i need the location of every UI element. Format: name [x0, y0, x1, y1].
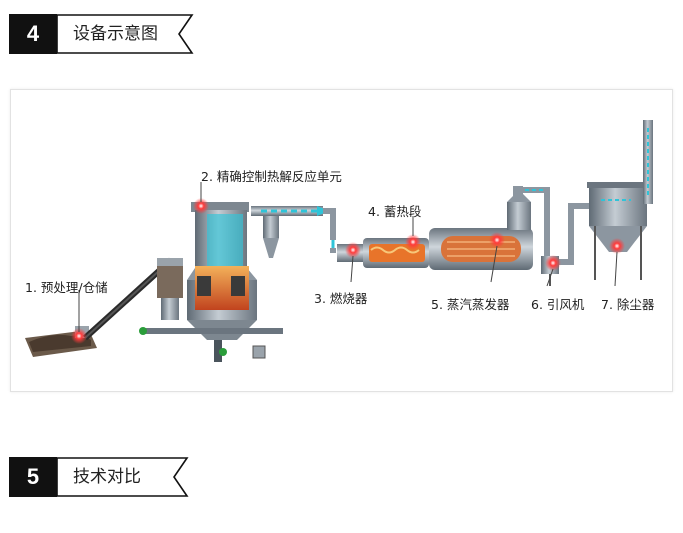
- section-title-ribbon: [57, 14, 194, 54]
- equipment-illustration: [25, 120, 653, 362]
- location-markers: [71, 198, 625, 344]
- label-evaporator: 5. 蒸汽蒸发器: [431, 297, 510, 312]
- label-pretreatment: 1. 预处理/仓储: [25, 280, 108, 295]
- label-burner: 3. 燃烧器: [314, 291, 368, 306]
- label-fan: 6. 引风机: [531, 297, 585, 312]
- section-number: 5: [9, 457, 57, 497]
- section-title-ribbon: [57, 457, 189, 497]
- section-title: 技术对比: [73, 467, 141, 487]
- pretreatment-unit: [25, 257, 183, 357]
- section-number: 4: [9, 14, 57, 54]
- label-pyrolysis-unit: 2. 精确控制热解反应单元: [201, 169, 342, 184]
- equipment-diagram: 1. 预处理/仓储 2. 精确控制热解反应单元 3. 燃烧器 4. 蓄热段 5.…: [10, 89, 673, 392]
- steam-evaporator: [429, 228, 533, 270]
- label-regenerative: 4. 蓄热段: [368, 204, 422, 219]
- cyclone-and-duct: [251, 206, 336, 258]
- pyrolysis-reactor: [139, 202, 283, 362]
- leader-lines: [78, 182, 618, 332]
- section-title: 设备示意图: [73, 24, 158, 44]
- exhaust-duct: [507, 186, 550, 262]
- label-dust-collector: 7. 除尘器: [601, 297, 655, 312]
- dust-collector: [587, 120, 653, 280]
